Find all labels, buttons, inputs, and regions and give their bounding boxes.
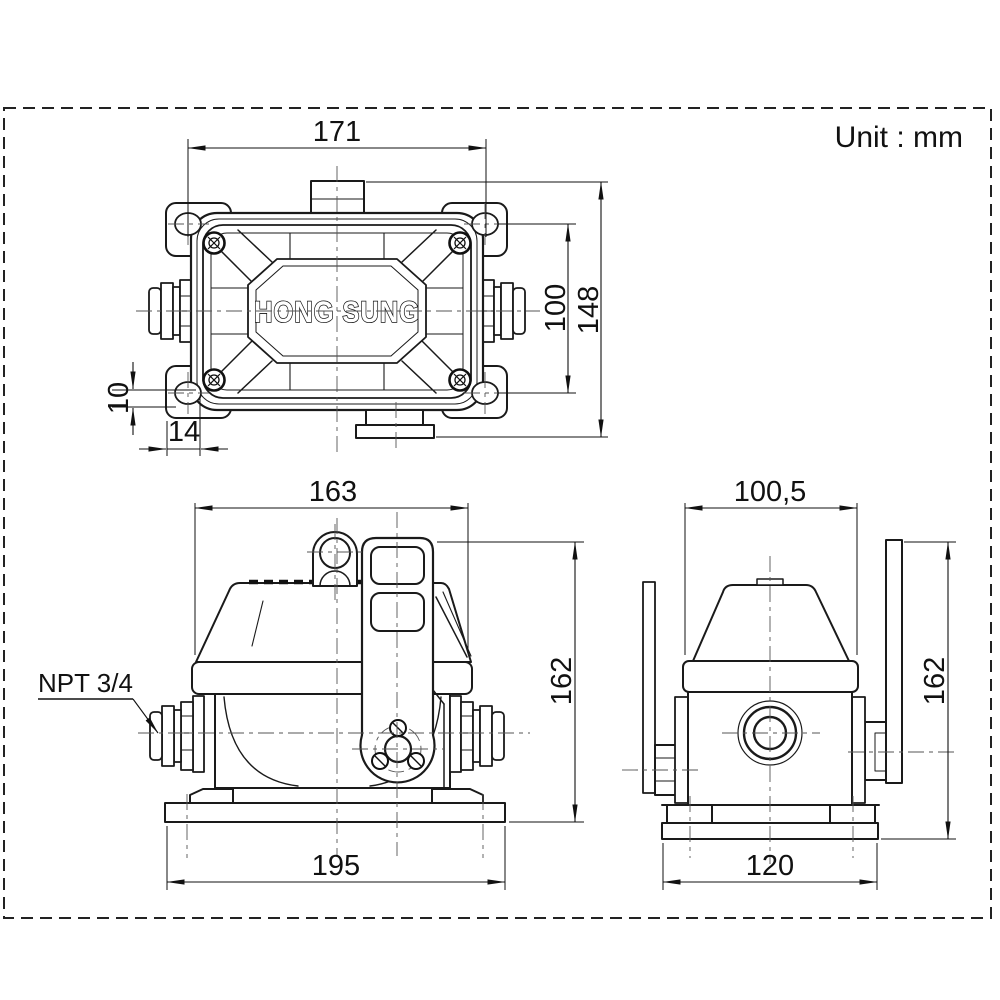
dim-cover-depth: 100,5 bbox=[684, 476, 858, 655]
dim-label-195: 195 bbox=[312, 850, 360, 882]
dim-mounting-pitch: 100 bbox=[498, 223, 576, 394]
dim-mounting-width: 171 bbox=[187, 116, 487, 237]
dim-slot-height: 10 bbox=[103, 362, 196, 435]
roller-lever bbox=[359, 536, 445, 789]
dim-front-height: 162 bbox=[437, 541, 584, 823]
dim-hole-inset: 14 bbox=[139, 397, 228, 456]
dim-base-width: 195 bbox=[166, 826, 506, 890]
dim-label-162-front: 162 bbox=[546, 657, 578, 705]
front-view-centerlines bbox=[138, 512, 530, 858]
bottom-plunger bbox=[355, 409, 435, 439]
front-gland-left bbox=[149, 695, 205, 773]
conduit-port-label: NPT 3/4 bbox=[38, 668, 133, 698]
front-view: NPT 3/4 163 162 195 bbox=[38, 476, 584, 890]
side-base bbox=[661, 804, 880, 840]
dim-label-10: 10 bbox=[103, 382, 135, 414]
dim-label-100: 100 bbox=[540, 284, 572, 332]
dim-base-depth: 120 bbox=[662, 843, 878, 890]
dim-side-height: 162 bbox=[881, 541, 956, 840]
sheet-border bbox=[3, 107, 992, 919]
dim-label-171: 171 bbox=[313, 116, 361, 148]
side-view-centerlines bbox=[622, 556, 958, 864]
dim-overall-depth: 148 bbox=[366, 181, 608, 438]
switch-body-top: HONG SUNG bbox=[189, 211, 485, 412]
dim-label-163: 163 bbox=[309, 476, 357, 508]
dim-label-162-side: 162 bbox=[919, 657, 951, 705]
top-plunger bbox=[310, 180, 365, 215]
cover-ribs bbox=[210, 229, 464, 394]
front-body bbox=[189, 693, 484, 804]
front-gland-right bbox=[449, 695, 505, 773]
lever-screws bbox=[371, 719, 425, 770]
dim-label-148: 148 bbox=[573, 286, 605, 334]
cover-screws bbox=[202, 231, 472, 392]
dim-label-100-5: 100,5 bbox=[734, 476, 807, 508]
conduit-port-callout: NPT 3/4 bbox=[38, 668, 159, 734]
dim-cover-width: 163 bbox=[194, 476, 469, 655]
brand-embossed-text: HONG SUNG bbox=[254, 296, 420, 329]
top-view: HONG SUNG bbox=[103, 116, 608, 456]
front-base-plate bbox=[164, 802, 506, 823]
dim-label-120: 120 bbox=[746, 850, 794, 882]
unit-label: Unit : mm bbox=[835, 121, 963, 154]
dim-label-14: 14 bbox=[168, 416, 200, 448]
top-view-centerlines bbox=[136, 166, 540, 455]
side-cover bbox=[682, 578, 859, 693]
side-view: 100,5 162 120 bbox=[622, 476, 958, 890]
